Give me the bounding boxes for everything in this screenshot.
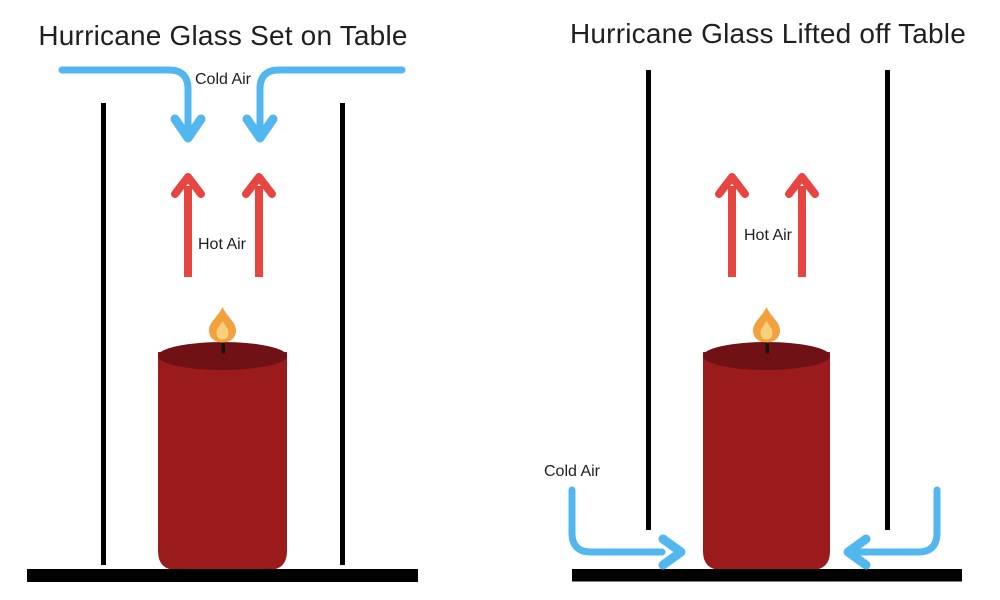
panel-glass-on-table: Hurricane Glass Set on Table Col — [27, 20, 418, 582]
left-diagram-graphic — [27, 66, 418, 582]
cold-air-arrowhead-left — [658, 534, 686, 570]
cold-air-label: Cold Air — [194, 71, 252, 88]
cold-air-label: Cold Air — [543, 463, 601, 480]
hot-air-label: Hot Air — [197, 236, 246, 253]
right-panel-title: Hurricane Glass Lifted off Table — [569, 18, 967, 49]
candle-body — [703, 352, 830, 570]
left-panel-title: Hurricane Glass Set on Table — [38, 20, 408, 51]
candle-top — [703, 342, 830, 370]
cold-air-arrow-right — [256, 66, 406, 131]
cold-air-arrowhead-right — [843, 534, 871, 570]
hot-air-arrowhead-left — [715, 173, 749, 198]
table-surface — [27, 569, 418, 582]
cold-air-arrow-right — [844, 486, 941, 556]
hot-air-arrowhead-right — [242, 173, 276, 198]
cold-air-arrowhead-left — [170, 114, 206, 143]
cold-air-arrow-left — [58, 66, 192, 131]
flame-inner-glow — [216, 321, 229, 340]
hot-air-arrowhead-right — [785, 173, 819, 198]
cold-air-arrow-left — [568, 486, 666, 556]
hot-air-label: Hot Air — [743, 227, 792, 244]
candle-top — [158, 342, 287, 370]
flame-inner-glow — [760, 321, 773, 340]
hot-air-arrowhead-left — [171, 173, 205, 198]
cold-air-arrowhead-right — [242, 114, 278, 143]
table-surface — [572, 569, 962, 582]
right-diagram-graphic — [568, 70, 962, 582]
candle-body — [158, 352, 287, 570]
panel-glass-lifted: Hurricane Glass Lifted off Table — [500, 0, 1000, 600]
